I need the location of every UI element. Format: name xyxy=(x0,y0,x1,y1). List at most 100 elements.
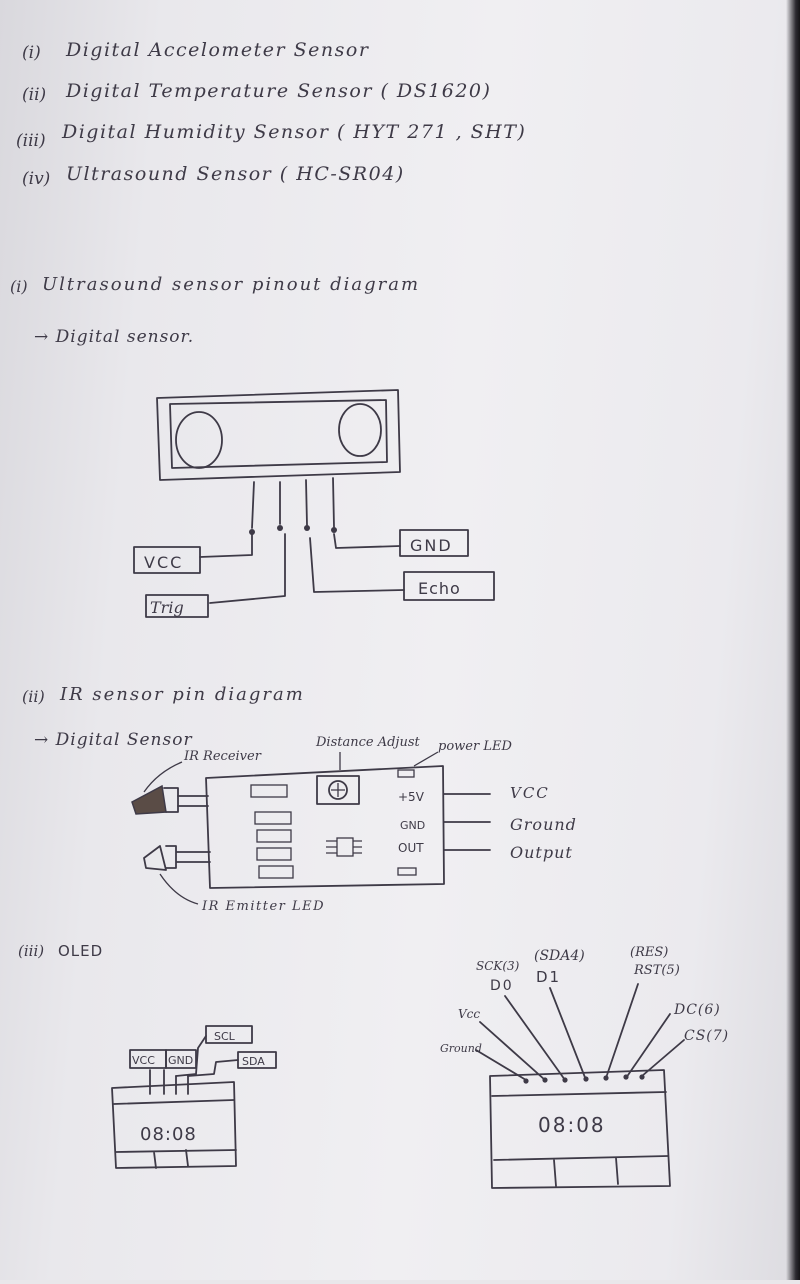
ic-chip-legs xyxy=(326,840,362,854)
ultrasound-heading-num: (i) xyxy=(10,277,28,296)
pin-gnd xyxy=(332,477,335,528)
potentiometer-cross xyxy=(331,783,345,797)
small-label-box-gnd xyxy=(165,1049,197,1069)
oled-pin-dot xyxy=(603,1075,609,1081)
small-label-gnd: GND xyxy=(168,1054,193,1067)
wire-gnd xyxy=(333,533,401,549)
small-label-vcc: VCC xyxy=(132,1054,155,1067)
large-label-d0: D0 xyxy=(490,978,514,994)
ir-receiver-icon xyxy=(131,784,167,815)
page-edge-shadow xyxy=(786,0,800,1280)
oled-heading-num: (iii) xyxy=(18,942,44,960)
small-label-box-scl xyxy=(205,1025,253,1044)
potentiometer-box xyxy=(316,775,360,805)
ir-section: (ii) IR sensor pin diagram → Digital Sen… xyxy=(22,684,577,914)
list-item-3: Digital Humidity Sensor ( HYT 271 , SHT) xyxy=(61,121,526,143)
pin-dot xyxy=(304,525,310,531)
wire-trig xyxy=(209,533,286,604)
wire-d0 xyxy=(504,995,566,1081)
small-label-scl: SCL xyxy=(214,1030,236,1043)
pin-vcc xyxy=(251,481,255,529)
small-oled-line xyxy=(113,1099,235,1105)
wire-vcc xyxy=(479,1021,546,1081)
pin-echo xyxy=(305,479,308,526)
oled-pin-dot xyxy=(623,1074,629,1080)
large-oled-bottom xyxy=(493,1155,669,1187)
board-pin-5v: +5V xyxy=(398,790,425,804)
ultrasound-heading: Ultrasound sensor pinout diagram xyxy=(42,274,420,295)
oled-pin-dot xyxy=(583,1076,589,1082)
large-oled-line xyxy=(491,1091,667,1097)
ir-out-output: Output xyxy=(510,843,573,862)
transducer-left-icon xyxy=(175,411,223,469)
oled-pin-dot xyxy=(523,1078,529,1084)
small-oled-pins xyxy=(149,1069,189,1095)
pin-dot xyxy=(277,525,283,531)
pin-dot xyxy=(331,527,337,533)
large-label-res: (RES) xyxy=(630,945,668,960)
label-box-trig xyxy=(145,594,209,618)
label-trig: Trig xyxy=(150,598,184,617)
large-label-dc: DC(6) xyxy=(673,1002,721,1018)
label-vcc: VCC xyxy=(144,553,183,572)
sensor-list: (i) Digital Accelometer Sensor (ii) Digi… xyxy=(16,39,526,189)
ir-heading-num: (ii) xyxy=(22,687,45,706)
label-ir-receiver: IR Receiver xyxy=(183,749,262,764)
small-oled-wires xyxy=(175,1035,239,1077)
list-num-1: (i) xyxy=(22,43,41,63)
oled-heading: OLED xyxy=(58,942,103,960)
label-distance-adjust: Distance Adjust xyxy=(315,735,420,750)
board-chip xyxy=(250,784,288,798)
ir-heading: IR sensor pin diagram xyxy=(59,684,305,705)
board-pin-out: OUT xyxy=(398,841,424,855)
large-label-rst: RST(5) xyxy=(633,963,680,978)
label-echo: Echo xyxy=(418,579,461,598)
small-oled-time: 08:08 xyxy=(140,1124,197,1145)
ir-out-ground: Ground xyxy=(510,815,577,834)
large-oled-board xyxy=(489,1069,671,1189)
board-chip xyxy=(254,811,292,825)
emitter-legs xyxy=(165,845,211,869)
large-label-ground: Ground xyxy=(440,1042,482,1055)
ir-type: → Digital Sensor xyxy=(34,730,193,750)
small-oled-board xyxy=(111,1081,237,1169)
label-power-led: power LED xyxy=(438,739,512,754)
wire-d1 xyxy=(549,987,587,1081)
receiver-legs xyxy=(177,795,209,807)
wire-dc xyxy=(625,1013,671,1079)
transducer-right-icon xyxy=(338,403,382,457)
ultrasound-section: (i) Ultrasound sensor pinout diagram → D… xyxy=(10,274,495,618)
receiver-pointer xyxy=(143,761,183,793)
ultrasound-board xyxy=(156,389,401,481)
ir-out-vcc: VCC xyxy=(510,784,550,802)
large-label-d1: D1 xyxy=(536,968,561,986)
large-oled-time: 08:08 xyxy=(538,1113,606,1137)
large-label-cs: CS(7) xyxy=(684,1028,729,1044)
list-num-4: (iv) xyxy=(22,169,50,189)
oled-small: VCC GND SCL SDA 08:08 xyxy=(111,1025,277,1169)
ir-output-wires xyxy=(443,793,491,851)
oled-pin-dot xyxy=(639,1074,645,1080)
list-item-1: Digital Accelometer Sensor xyxy=(65,39,370,61)
potentiometer-knob-icon xyxy=(328,780,348,800)
handwritten-notes: (i) Digital Accelometer Sensor (ii) Digi… xyxy=(10,39,729,1189)
list-num-2: (ii) xyxy=(22,85,46,105)
large-label-sda4: (SDA4) xyxy=(534,948,585,964)
label-box-vcc xyxy=(133,546,201,574)
wire-vcc xyxy=(199,533,253,558)
ultrasound-inner-frame xyxy=(169,399,388,469)
power-led-pointer xyxy=(413,751,439,767)
small-oled-bottom xyxy=(115,1149,237,1169)
list-item-4: Ultrasound Sensor ( HC-SR04) xyxy=(66,163,405,185)
label-box-gnd xyxy=(399,529,469,557)
output-led-icon xyxy=(397,867,417,876)
large-label-vcc: Vcc xyxy=(458,1007,480,1021)
wire-rst xyxy=(605,983,639,1079)
emitter-pointer xyxy=(159,873,199,905)
board-chip xyxy=(256,847,292,861)
board-pin-gnd: GND xyxy=(400,819,425,832)
board-chip xyxy=(256,829,292,843)
wire-echo xyxy=(309,537,405,593)
oled-pin-dot xyxy=(542,1077,548,1083)
